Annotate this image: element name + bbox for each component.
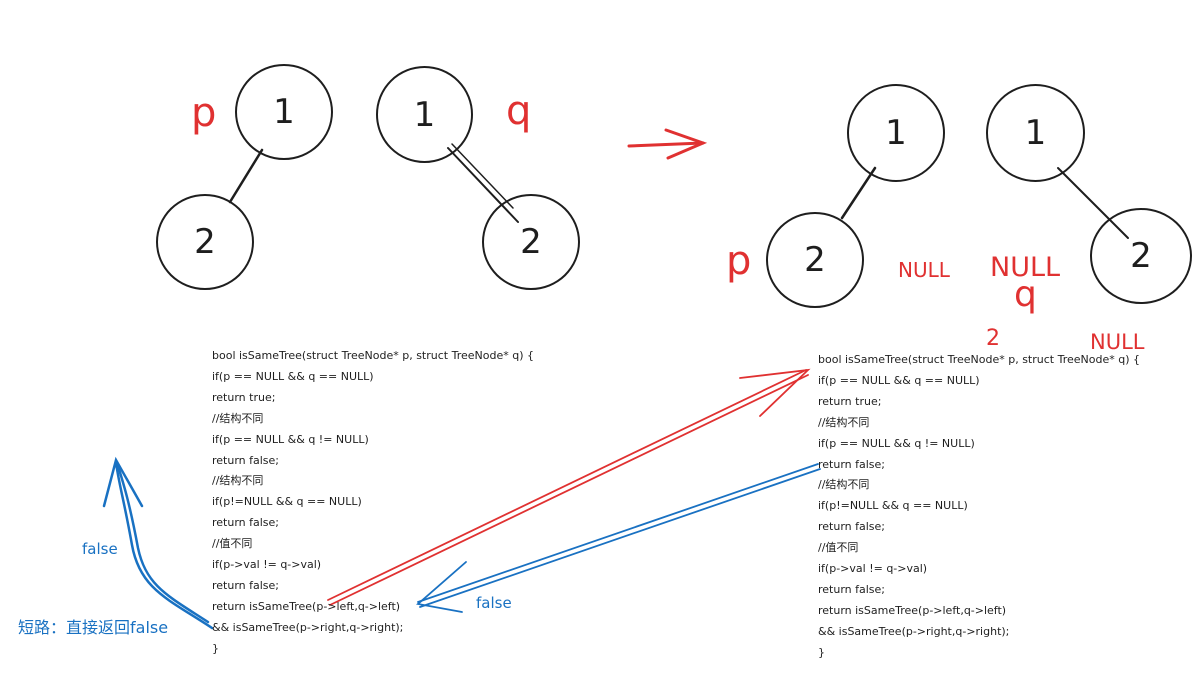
code-line: //值不同 [818,541,859,555]
code-line: if(p->val != q->val) [212,558,322,572]
p-root-value: 1 [273,92,295,132]
code-line: return isSameTree(p->left,q->left) [818,603,1007,617]
edge-right-p-root-child [840,166,877,220]
false-annotation-left: false [82,540,118,558]
right-p-root-value: 1 [885,113,907,153]
code-line: if(p!=NULL && q == NULL) [818,499,968,513]
right-p-label: p [726,238,752,284]
two-label: 2 [986,326,1000,351]
code-line: bool isSameTree(struct TreeNode* p, stru… [818,353,1140,366]
code-line: return false; [212,453,280,467]
false-arrow-annotation: false [476,594,512,612]
code-line: if(p->val != q->val) [818,562,928,576]
right-q-label: q [1014,274,1037,315]
edge-p-root-child [228,148,264,204]
code-line: if(p == NULL && q != NULL) [818,436,975,450]
code-line: && isSameTree(p->right,q->right); [212,620,404,634]
null-label-1: NULL [898,258,950,282]
code-line: if(p!=NULL && q == NULL) [212,495,362,509]
code-line: if(p == NULL && q != NULL) [212,432,369,446]
right-p-root-node: 1 [847,84,945,182]
right-q-root-node: 1 [986,84,1085,182]
code-line: return false; [212,578,280,592]
code-line: //结构不同 [818,415,870,429]
code-line: } [818,645,825,659]
null-label-2: NULL [990,252,1061,283]
p-label: p [191,90,217,136]
right-q-root-value: 1 [1024,113,1047,153]
q-root-node: 1 [376,66,473,163]
p-child-node: 2 [156,194,254,290]
edge-q-root-child-2 [451,143,514,209]
q-child-node: 2 [482,194,580,290]
q-child-value: 2 [520,222,542,262]
return-false-arrow [416,463,821,613]
code-line: bool isSameTree(struct TreeNode* p, stru… [212,349,534,362]
null-label-3: NULL [1090,330,1145,354]
code-line: && isSameTree(p->right,q->right); [818,624,1010,638]
p-child-value: 2 [194,222,216,262]
q-label: q [506,88,532,134]
code-block-left: bool isSameTree(struct TreeNode* p, stru… [212,346,534,660]
q-root-value: 1 [413,94,436,135]
short-circuit-arrow [102,456,214,630]
code-line: if(p == NULL && q == NULL) [818,373,980,387]
code-line: return false; [818,582,886,596]
code-line: return false; [212,516,280,530]
code-line: //结构不同 [818,478,870,492]
code-line: return isSameTree(p->left,q->left) [212,599,401,613]
code-line: //结构不同 [212,474,264,488]
right-p-child-value: 2 [804,240,826,280]
right-q-child-node: 2 [1090,208,1192,304]
code-line: if(p == NULL && q == NULL) [212,369,374,383]
code-line: //结构不同 [212,411,264,425]
p-root-node: 1 [235,64,333,160]
code-block-right: bool isSameTree(struct TreeNode* p, stru… [818,350,1140,664]
short-circuit-annotation: 短路：直接返回false [18,618,169,637]
code-line: } [212,641,219,655]
right-p-child-node: 2 [766,212,864,308]
code-line: return false; [818,520,886,534]
recursive-call-arrow [327,368,811,606]
code-line: //值不同 [212,537,253,551]
right-q-child-value: 2 [1130,236,1152,276]
transition-arrow [627,128,708,160]
code-line: return false; [818,457,886,471]
code-line: return true; [818,394,882,408]
code-line: return true; [212,390,276,404]
